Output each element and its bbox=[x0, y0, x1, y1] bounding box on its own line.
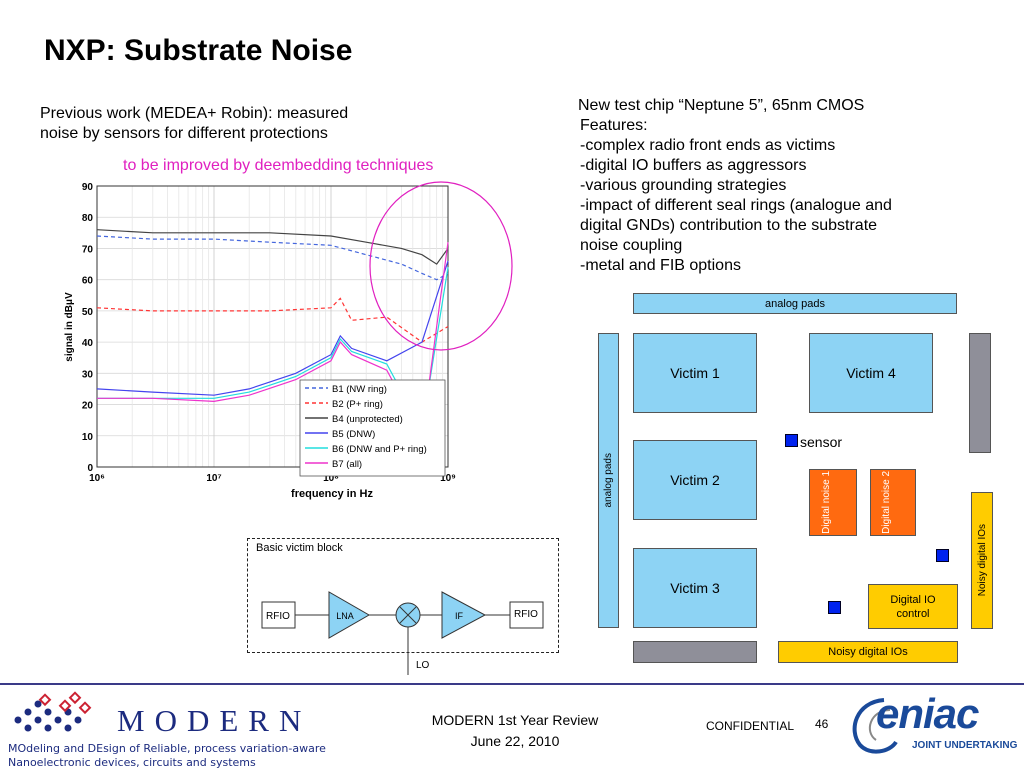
review-title: MODERN 1st Year Review bbox=[431, 712, 599, 728]
previous-work-text-line1: Previous work (MEDEA+ Robin): measured bbox=[40, 105, 349, 122]
tagline-line1: MOdeling and DEsign of Reliable, process… bbox=[8, 742, 326, 755]
victim-4-block: Victim 4 bbox=[809, 333, 933, 413]
highlight-ellipse bbox=[369, 181, 513, 351]
noisy-digital-ios-bottom: Noisy digital IOs bbox=[778, 641, 958, 663]
y-tick-label: 0 bbox=[87, 463, 93, 474]
digital-noise-2-label: Digital noise 2 bbox=[881, 471, 892, 534]
legend-label: B2 (P+ ring) bbox=[332, 399, 383, 410]
chart-legend: B1 (NW ring) B2 (P+ ring) B4 (unprotected)… bbox=[299, 379, 446, 477]
victim-block-diagram: RFIO LNA IF RFIO bbox=[261, 591, 544, 675]
x-tick-label: 10⁶ bbox=[89, 473, 105, 484]
previous-work-text-line2: noise by sensors for different protectio… bbox=[40, 125, 328, 142]
x-tick-label: 10⁷ bbox=[206, 473, 221, 484]
noisy-digital-ios-bottom-label: Noisy digital IOs bbox=[828, 646, 908, 658]
analog-pads-top: analog pads bbox=[633, 293, 957, 314]
eniac-subtitle: JOINT UNDERTAKING bbox=[912, 740, 1018, 751]
series-line bbox=[96, 297, 449, 343]
review-date: June 22, 2010 bbox=[470, 733, 560, 749]
features-list: Features: -complex radio front ends as v… bbox=[580, 116, 1000, 281]
chart-ylabel: signal in dBμV bbox=[64, 292, 75, 362]
y-tick-label: 60 bbox=[82, 276, 94, 287]
y-tick-label: 50 bbox=[82, 307, 94, 318]
y-tick-label: 70 bbox=[82, 244, 94, 255]
gray-pad-right bbox=[969, 333, 991, 453]
digital-noise-1-block: Digital noise 1 bbox=[809, 469, 857, 536]
rfio-out-label: RFIO bbox=[514, 609, 538, 620]
analog-pads-top-label: analog pads bbox=[765, 297, 825, 310]
digital-io-control-label: Digital IO control bbox=[890, 593, 936, 620]
victim-1-label: Victim 1 bbox=[670, 365, 720, 381]
series-line bbox=[96, 235, 449, 281]
noisy-digital-ios-right-label: Noisy digital IOs bbox=[976, 524, 988, 597]
feature-line: -complex radio front ends as victims bbox=[580, 137, 836, 154]
analog-pads-left-label: analog pads bbox=[603, 453, 614, 508]
chart-ticks: 0 10 20 30 40 50 60 70 80 90 10⁶ 10⁷ 10⁸ 10⁹ bbox=[82, 182, 456, 484]
feature-line: -impact of different seal rings (analogu… bbox=[580, 197, 892, 214]
rfio-out-box bbox=[509, 601, 544, 629]
modern-logo-icon bbox=[14, 691, 92, 732]
noisy-digital-ios-right: Noisy digital IOs bbox=[971, 492, 993, 629]
series-line bbox=[96, 229, 449, 265]
y-tick-label: 40 bbox=[82, 338, 94, 349]
legend-box bbox=[299, 379, 446, 477]
digital-noise-1-label: Digital noise 1 bbox=[821, 471, 832, 534]
chart-xlabel: frequency in Hz bbox=[291, 488, 373, 500]
victim-3-block: Victim 3 bbox=[633, 548, 757, 628]
feature-line: -various grounding strategies bbox=[580, 177, 787, 194]
slide-title: NXP: Substrate Noise bbox=[44, 34, 353, 67]
confidential-label: CONFIDENTIAL bbox=[706, 719, 795, 733]
eniac-logo-text: eniac bbox=[876, 690, 979, 737]
analog-pads-left: analog pads bbox=[598, 333, 619, 628]
if-amplifier bbox=[441, 591, 487, 639]
victim-4-label: Victim 4 bbox=[846, 365, 896, 381]
rfio-in-box bbox=[261, 601, 296, 629]
legend-label: B6 (DNW and P+ ring) bbox=[332, 444, 427, 455]
eniac-swirl-icon bbox=[852, 698, 898, 754]
victim-1-block: Victim 1 bbox=[633, 333, 757, 413]
lo-label: LO bbox=[416, 660, 430, 671]
x-tick-label: 10⁹ bbox=[440, 473, 456, 484]
sensor-square bbox=[828, 601, 841, 614]
gray-pad-bottom bbox=[633, 641, 757, 663]
modern-logo-text: MODERN bbox=[117, 703, 312, 738]
tagline-line2: Nanoelectronic devices, circuits and sys… bbox=[8, 756, 256, 769]
mixer-cross bbox=[399, 606, 417, 624]
victim-2-block: Victim 2 bbox=[633, 440, 757, 520]
footer-divider bbox=[0, 683, 1024, 685]
victim-3-label: Victim 3 bbox=[670, 580, 720, 596]
legend-label: B7 (all) bbox=[332, 459, 362, 470]
rfio-in-label: RFIO bbox=[266, 611, 290, 622]
page-number: 46 bbox=[815, 717, 829, 731]
victim-2-label: Victim 2 bbox=[670, 472, 720, 488]
digital-io-control-block: Digital IO control bbox=[868, 584, 958, 629]
y-tick-label: 30 bbox=[82, 369, 94, 380]
sensor-square bbox=[936, 549, 949, 562]
feature-line: digital GNDs) contribution to the substr… bbox=[580, 217, 878, 234]
digital-noise-2-block: Digital noise 2 bbox=[870, 469, 916, 536]
legend-label: B1 (NW ring) bbox=[332, 384, 387, 395]
victim-block-title: Basic victim block bbox=[256, 542, 343, 554]
if-label: IF bbox=[455, 611, 464, 621]
noise-chart: 0 10 20 30 40 50 60 70 80 90 10⁶ 10⁷ 10⁸ 10⁹ B1 (NW r… bbox=[64, 181, 513, 500]
y-tick-label: 80 bbox=[82, 213, 94, 224]
sensor-label: sensor bbox=[800, 434, 843, 450]
y-tick-label: 10 bbox=[82, 432, 94, 443]
y-tick-label: 90 bbox=[82, 182, 94, 193]
feature-line: noise coupling bbox=[580, 237, 683, 254]
feature-line: -metal and FIB options bbox=[580, 257, 741, 274]
sensor-square bbox=[785, 434, 798, 447]
feature-line: Features: bbox=[580, 117, 648, 134]
legend-label: B4 (unprotected) bbox=[332, 414, 403, 425]
y-tick-label: 20 bbox=[82, 401, 94, 412]
deembedding-note: to be improved by deembedding techniques bbox=[123, 157, 434, 174]
lna-label: LNA bbox=[336, 611, 354, 621]
legend-label: B5 (DNW) bbox=[332, 429, 375, 440]
victim-block-frame bbox=[247, 538, 559, 653]
lna-amplifier bbox=[328, 591, 371, 639]
test-chip-heading: New test chip “Neptune 5”, 65nm CMOS bbox=[578, 97, 865, 114]
x-tick-label: 10⁸ bbox=[323, 473, 339, 484]
feature-line: -digital IO buffers as aggressors bbox=[580, 157, 807, 174]
series-line bbox=[96, 260, 449, 396]
